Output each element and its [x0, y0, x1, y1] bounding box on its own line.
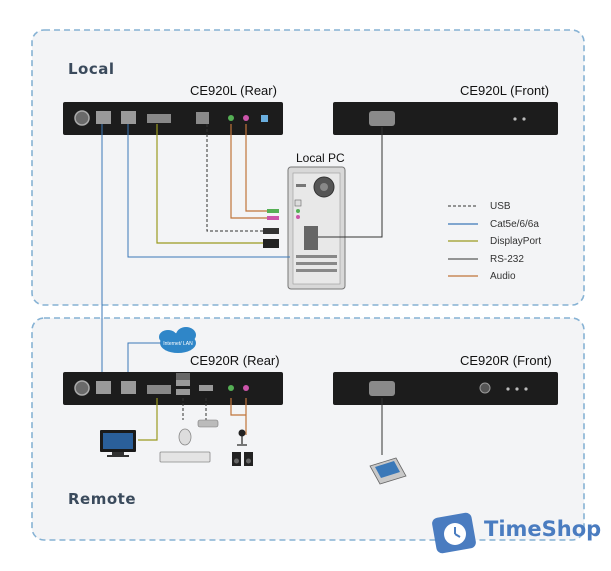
lan-cloud-label: Internet/ LAN [163, 341, 193, 347]
mouse-icon [178, 428, 192, 446]
ce920l-rear-title: CE920L (Rear) [190, 83, 277, 98]
timeshop-watermark: TimeShop [434, 508, 604, 556]
remote-section-label: Remote [68, 490, 137, 508]
local-pc-title: Local PC [296, 151, 345, 165]
ce920l-front-unit [333, 102, 558, 135]
timeshop-watermark-text: TimeShop [484, 517, 602, 541]
legend-cat5e: Cat5e/6/6a [490, 219, 539, 230]
local-section-label: Local [68, 60, 115, 78]
keyboard-icon [159, 451, 211, 463]
legend-audio: Audio [490, 271, 516, 282]
pc-cable-plugs [263, 209, 279, 248]
lan-cloud-icon: Internet/ LAN [159, 327, 196, 353]
serial-device-icon [369, 457, 407, 485]
ce920r-front-unit [333, 372, 558, 405]
ce920l-rear-unit [63, 102, 283, 135]
legend-labels: USB Cat5e/6/6a DisplayPort RS-232 Audio [490, 201, 541, 282]
speakers-icon [232, 452, 253, 466]
ce920r-rear-unit [63, 372, 283, 405]
microphone-icon [237, 429, 247, 446]
local-cables [101, 124, 383, 382]
legend-usb: USB [490, 201, 511, 212]
usb-drive-icon [197, 419, 219, 428]
timeshop-logo-icon [432, 512, 476, 554]
ce920r-rear-title: CE920R (Rear) [190, 353, 280, 368]
ce920r-front-title: CE920R (Front) [460, 353, 552, 368]
local-pc-tower [287, 166, 346, 290]
legend-displayport: DisplayPort [490, 236, 541, 247]
legend-lines [448, 205, 478, 277]
remote-usb-plug [176, 373, 190, 380]
remote-cables [138, 398, 383, 455]
remote-lan-cable [127, 342, 161, 381]
legend-rs232: RS-232 [490, 254, 524, 265]
ce920l-front-title: CE920L (Front) [460, 83, 550, 98]
monitor-icon [100, 430, 136, 457]
